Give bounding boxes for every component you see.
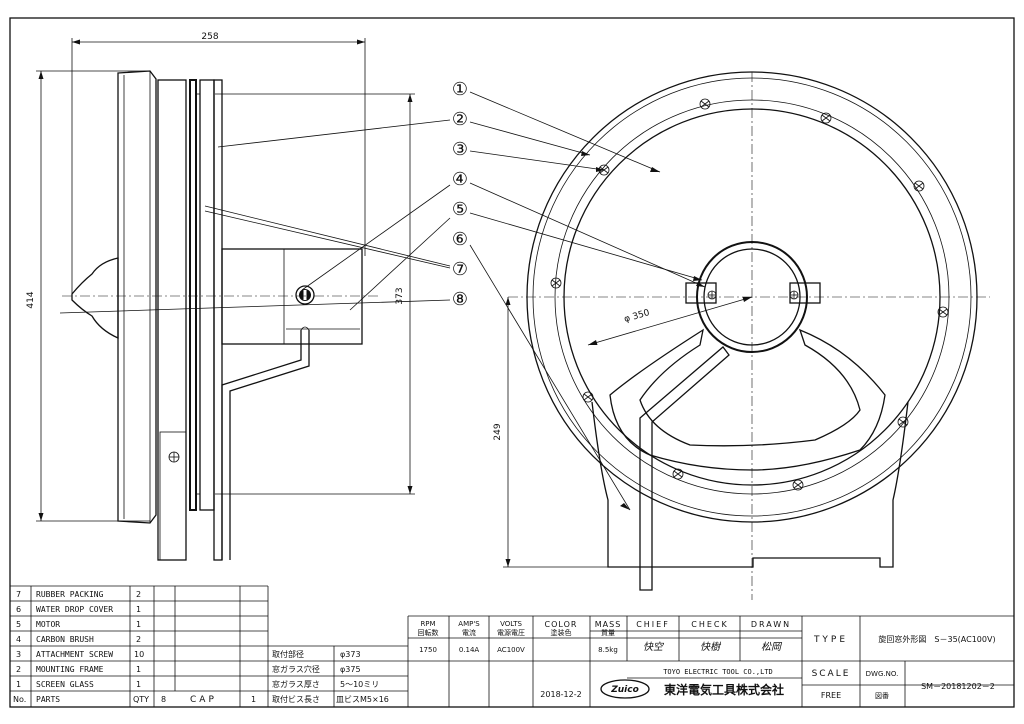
row-2-no: 2 xyxy=(16,665,21,674)
spec-3-label: 窓ガラス厚さ xyxy=(272,679,320,689)
chief-signature: 快空 xyxy=(643,641,665,653)
company-logo: Zuico xyxy=(600,679,650,699)
row-1-no: 1 xyxy=(16,680,21,689)
dwg-no-value: SM－20181202－2 xyxy=(921,682,995,691)
check-signature: 快樹 xyxy=(700,641,722,653)
spec-2-label: 窓ガラス穴径 xyxy=(272,664,320,674)
dim-258: 258 xyxy=(201,32,218,42)
rpm-label-jp: 回転数 xyxy=(418,628,439,637)
row-8-qty: 1 xyxy=(251,695,256,704)
type-label: TYPE xyxy=(813,635,848,645)
row-5-qty: 1 xyxy=(136,620,141,629)
header-parts: PARTS xyxy=(36,695,60,704)
dwg-no-label: DWG.NO. xyxy=(866,670,899,678)
row-6-qty: 1 xyxy=(136,605,141,614)
callout-3: ③ xyxy=(452,139,468,160)
dim-phi-350: φ 350 xyxy=(623,308,651,325)
callout-7: ⑦ xyxy=(452,259,468,280)
row-2-qty: 1 xyxy=(136,665,141,674)
row-3-qty: 10 xyxy=(134,650,144,659)
drawn-signature: 松岡 xyxy=(761,641,783,653)
drawn-label: DRAWN xyxy=(751,620,791,629)
parts-table: 7 RUBBER PACKING 2 6 WATER DROP COVER 1 … xyxy=(10,585,409,707)
callout-2: ② xyxy=(452,109,468,130)
spec-1-value: φ373 xyxy=(340,650,361,659)
spec-4-label: 取付ビス長さ xyxy=(272,694,320,704)
row-5-part: MOTOR xyxy=(36,620,60,629)
chief-label: CHIEF xyxy=(636,620,670,629)
company-name-jp: 東洋電気工具株式会社 xyxy=(664,682,784,697)
row-1-qty: 1 xyxy=(136,680,141,689)
mass-label-jp: 質量 xyxy=(601,628,615,637)
amp-value: 0.14A xyxy=(459,646,480,654)
row-5-no: 5 xyxy=(16,620,21,629)
row-6-part: WATER DROP COVER xyxy=(36,605,113,614)
scale-label: SCALE xyxy=(812,669,851,679)
dim-373: 373 xyxy=(395,287,405,304)
volt-label-jp: 電源電圧 xyxy=(497,628,525,637)
callout-1: ① xyxy=(452,79,468,100)
mass-label-en: MASS xyxy=(595,620,622,629)
volt-value: AC100V xyxy=(497,646,525,654)
row-6-no: 6 xyxy=(16,605,21,614)
rpm-value: 1750 xyxy=(419,646,437,654)
row-4-part: CARBON BRUSH xyxy=(36,635,94,644)
row-1-part: SCREEN GLASS xyxy=(36,680,94,689)
row-2-part: MOUNTING FRAME xyxy=(36,665,104,674)
spec-2-value: φ375 xyxy=(340,665,361,674)
row-7-qty: 2 xyxy=(136,590,141,599)
amp-label-en: AMP'S xyxy=(458,620,480,628)
front-view: φ 350 249 xyxy=(493,71,990,600)
spec-4-value: 皿ビスM5×16 xyxy=(336,695,389,704)
row-3-no: 3 xyxy=(16,650,21,659)
row-7-part: RUBBER PACKING xyxy=(36,590,104,599)
header-qty: QTY xyxy=(133,695,149,704)
callout-6: ⑥ xyxy=(452,229,468,250)
scale-value: FREE xyxy=(821,691,841,700)
dim-414: 414 xyxy=(26,291,36,308)
spec-1-label: 取付部径 xyxy=(272,649,304,659)
attachment-screws xyxy=(550,98,949,491)
callout-4: ④ xyxy=(452,169,468,190)
color-label-en: COLOR xyxy=(545,620,578,629)
row-4-qty: 2 xyxy=(136,635,141,644)
logo-text: Zuico xyxy=(610,685,639,695)
row-8-part: CAP xyxy=(190,695,217,705)
check-label: CHECK xyxy=(691,620,729,629)
amp-label-jp: 電流 xyxy=(462,628,476,637)
row-8-no: 8 xyxy=(161,695,166,704)
color-label-jp: 塗装色 xyxy=(551,628,572,637)
callouts: ① ② ③ ④ ⑤ ⑥ ⑦ ⑧ xyxy=(59,79,706,511)
sheet-border xyxy=(9,17,1015,708)
drawing-date: 2018-12-2 xyxy=(540,690,581,699)
dwg-no-jp: 図番 xyxy=(875,692,889,700)
row-7-no: 7 xyxy=(16,590,21,599)
callout-5: ⑤ xyxy=(452,199,468,220)
rpm-label-en: RPM xyxy=(420,620,435,628)
header-no: No. xyxy=(13,695,26,704)
row-4-no: 4 xyxy=(16,635,21,644)
dim-249: 249 xyxy=(493,423,503,440)
spec-3-value: 5〜10ミリ xyxy=(340,680,379,689)
company-name-en: TOYO ELECTRIC TOOL CO.,LTD xyxy=(663,668,773,676)
callout-8: ⑧ xyxy=(452,289,468,310)
title-block: RPM 回転数 1750 AMP'S 電流 0.14A VOLTS 電源電圧 A… xyxy=(408,615,1014,707)
type-value: 旋回窓外形図 S－35(AC100V) xyxy=(878,634,995,644)
volt-label-en: VOLTS xyxy=(500,620,522,628)
row-3-part: ATTACHMENT SCREW xyxy=(36,650,113,659)
mass-value: 8.5kg xyxy=(598,646,618,654)
side-view: 258 414 373 xyxy=(26,32,415,561)
